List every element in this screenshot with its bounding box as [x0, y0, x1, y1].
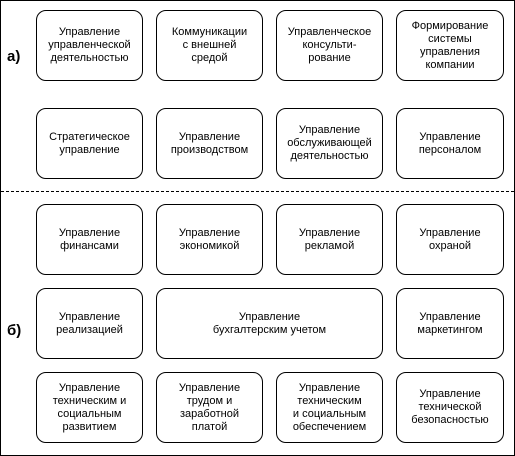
- box-personnel-management: Управление персоналом: [396, 108, 504, 179]
- box-label: Управление финансами: [58, 226, 121, 252]
- box-management-system-formation: Формирование системы управления компании: [396, 10, 504, 81]
- box-external-communications: Коммуникации с внешней средой: [156, 10, 263, 81]
- box-label: Управление рекламой: [298, 226, 361, 252]
- box-finance-management: Управление финансами: [36, 204, 143, 275]
- box-management-consulting: Управленческое консульти- рование: [276, 10, 383, 81]
- box-label: Управление реализацией: [56, 310, 123, 336]
- box-label: Управление охраной: [419, 226, 481, 252]
- box-strategic-management: Стратегическое управление: [36, 108, 143, 179]
- box-label: Формирование системы управления компании: [411, 19, 489, 71]
- box-sales-management: Управление реализацией: [36, 288, 143, 359]
- box-label: Управление техническим и социальным обес…: [292, 381, 367, 433]
- box-label: Управление персоналом: [418, 130, 482, 156]
- section-divider: [1, 191, 514, 192]
- box-advertising-management: Управление рекламой: [276, 204, 383, 275]
- box-service-management: Управление обслуживающей деятельностью: [276, 108, 383, 179]
- box-marketing-management: Управление маркетингом: [396, 288, 504, 359]
- box-accounting-management: Управление бухгалтерским учетом: [156, 288, 383, 359]
- box-label: Управление управленческой деятельностью: [48, 26, 131, 64]
- box-technical-social-development: Управление техническим и социальным разв…: [36, 372, 143, 443]
- section-b-label: б): [7, 322, 22, 339]
- box-production-management: Управление производством: [156, 108, 263, 179]
- box-label: Коммуникации с внешней средой: [171, 26, 248, 64]
- box-labor-wages-management: Управление трудом и заработной платой: [156, 372, 263, 443]
- box-label: Управление техническим и социальным разв…: [52, 381, 127, 433]
- box-label: Управление бухгалтерским учетом: [212, 310, 327, 336]
- box-label: Управление обслуживающей деятельностью: [287, 124, 372, 162]
- box-technical-social-support: Управление техническим и социальным обес…: [276, 372, 383, 443]
- box-label: Управление трудом и заработной платой: [178, 381, 241, 433]
- box-label: Управление маркетингом: [417, 310, 483, 336]
- box-management-activity: Управление управленческой деятельностью: [36, 10, 143, 81]
- box-label: Стратегическое управление: [49, 130, 130, 156]
- box-label: Управление экономикой: [178, 226, 241, 252]
- section-a-label: а): [7, 48, 21, 65]
- box-economics-management: Управление экономикой: [156, 204, 263, 275]
- box-label: Управление производством: [170, 130, 249, 156]
- box-security-management: Управление охраной: [396, 204, 504, 275]
- box-label: Управление технической безопасностью: [411, 388, 489, 426]
- box-label: Управленческое консульти- рование: [287, 26, 372, 64]
- box-technical-safety-management: Управление технической безопасностью: [396, 372, 504, 443]
